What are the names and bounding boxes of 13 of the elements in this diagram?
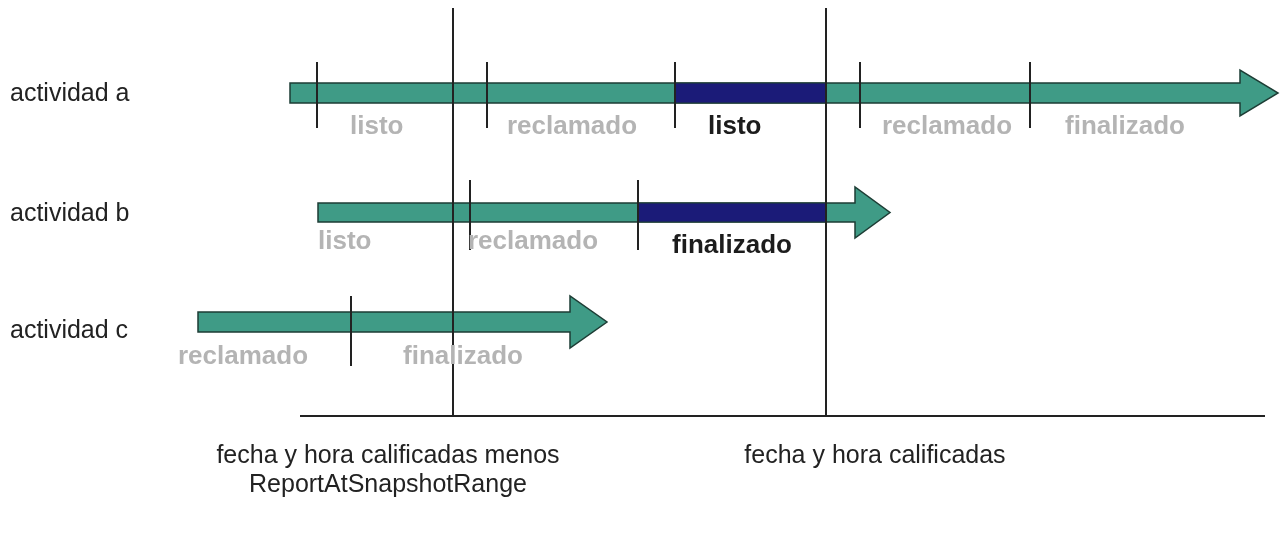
state-label: listo bbox=[350, 111, 404, 141]
state-label: listo bbox=[708, 111, 762, 141]
state-label: finalizado bbox=[1065, 111, 1185, 141]
state-label: reclamado bbox=[882, 111, 1013, 141]
state-label: reclamado bbox=[507, 111, 638, 141]
activity-label: actividad a bbox=[10, 78, 130, 107]
state-label: finalizado bbox=[672, 230, 792, 260]
activity-label: actividad b bbox=[10, 198, 130, 227]
time-label: fecha y hora calificadas menos ReportAtSnapshotRange bbox=[215, 440, 561, 498]
state-label: reclamado bbox=[178, 341, 309, 371]
state-label: listo bbox=[318, 226, 372, 256]
activity-label: actividad c bbox=[10, 315, 129, 344]
time-label: fecha y hora calificadas bbox=[743, 440, 1007, 469]
